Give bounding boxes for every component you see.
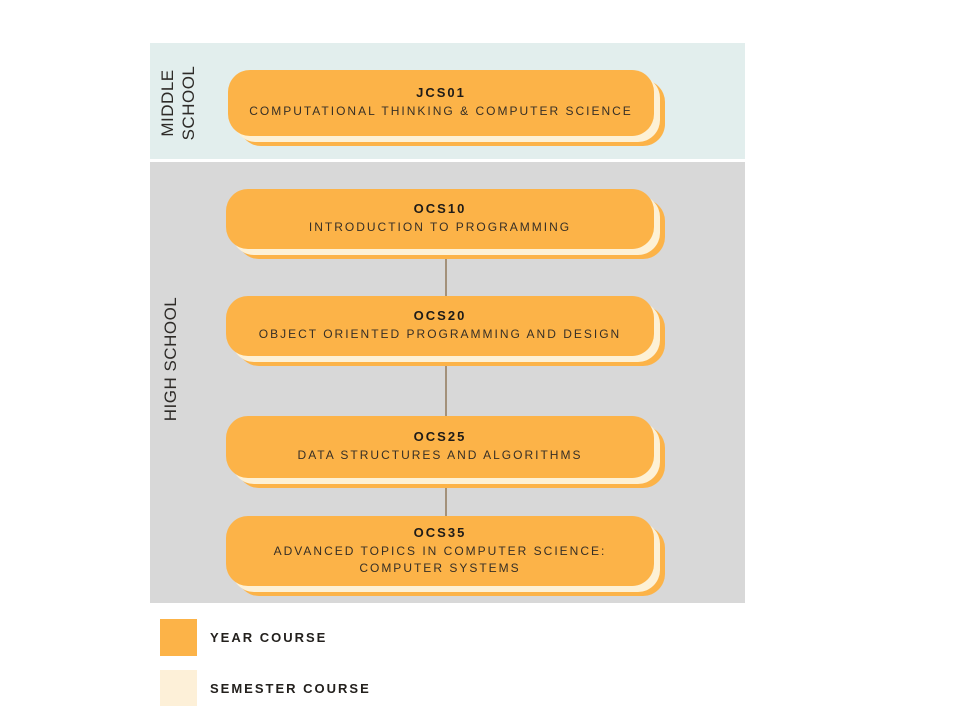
pathway-connector-line [445, 219, 447, 551]
course-box-ocs10: OCS10 INTRODUCTION TO PROGRAMMING [226, 189, 654, 249]
middle-school-label: MIDDLE SCHOOL [158, 65, 198, 141]
course-title: DATA STRUCTURES AND ALGORITHMS [297, 448, 583, 463]
course-code: JCS01 [416, 85, 466, 101]
year-course-swatch [160, 619, 197, 656]
semester-course-label: SEMESTER COURSE [210, 681, 371, 696]
course-title: COMPUTATIONAL THINKING & COMPUTER SCIENC… [249, 104, 633, 119]
course-title: OBJECT ORIENTED PROGRAMMING AND DESIGN [258, 327, 622, 342]
course-title: INTRODUCTION TO PROGRAMMING [308, 220, 572, 235]
course-box-ocs20: OCS20 OBJECT ORIENTED PROGRAMMING AND DE… [226, 296, 654, 356]
year-course-label: YEAR COURSE [210, 630, 328, 645]
course-code: OCS25 [413, 429, 467, 445]
course-code: OCS10 [413, 201, 467, 217]
course-box-jcs01: JCS01 COMPUTATIONAL THINKING & COMPUTER … [228, 70, 654, 136]
course-box-ocs25: OCS25 DATA STRUCTURES AND ALGORITHMS [226, 416, 654, 478]
course-box-ocs35: OCS35 ADVANCED TOPICS IN COMPUTER SCIENC… [226, 516, 654, 586]
course-code: OCS20 [413, 308, 467, 324]
course-code: OCS35 [413, 524, 467, 540]
semester-course-swatch [160, 670, 197, 706]
course-title: ADVANCED TOPICS IN COMPUTER SCIENCE: COM… [273, 543, 607, 575]
high-school-label: HIGH SCHOOL [161, 296, 180, 422]
